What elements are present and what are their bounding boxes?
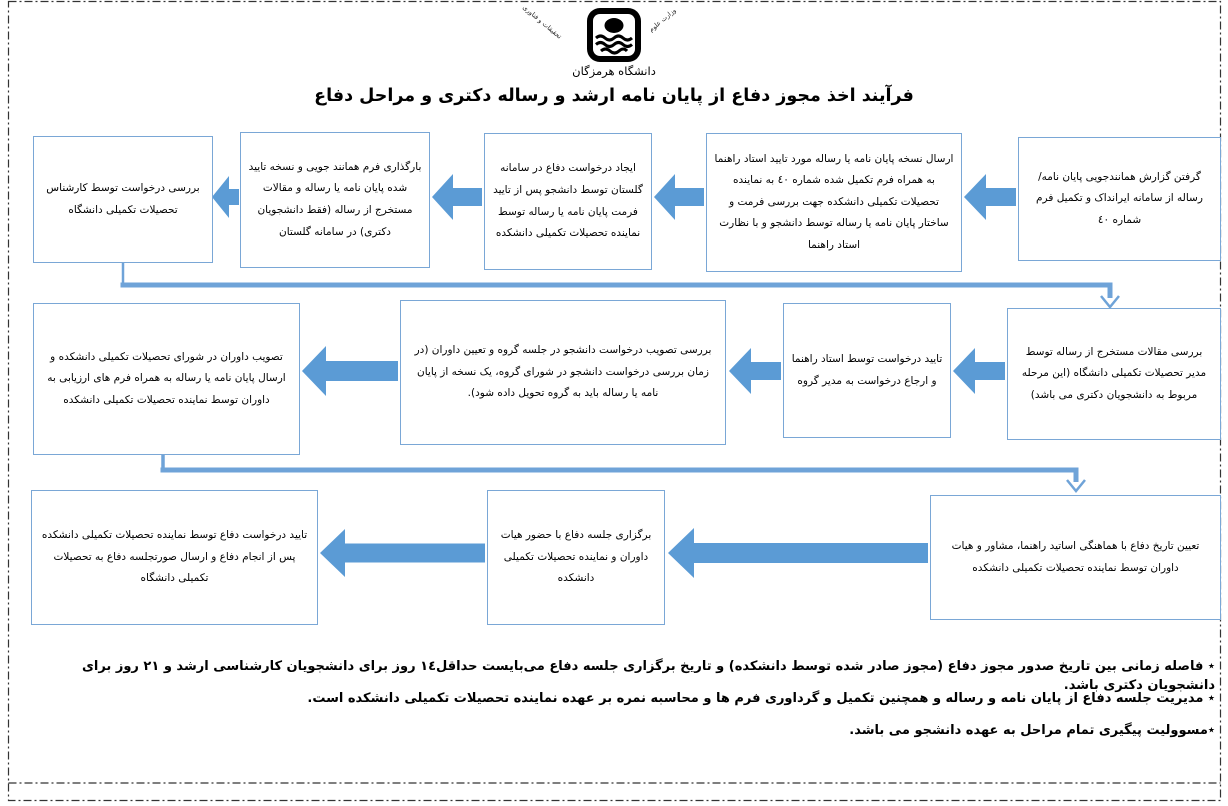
ministry-arc-text-right: وزارت علوم: [647, 6, 678, 34]
flow-arrow-left-icon: [953, 348, 1005, 394]
flow-step-r3c1: تعیین تاریخ دفاع با هماهنگی اساتید راهنم…: [930, 495, 1221, 620]
ministry-arc-text-left: تحقیقات و فناوری: [521, 3, 564, 41]
flow-step-r1c1: گرفتن گزارش همانندجویی پایان نامه/ رساله…: [1018, 137, 1221, 261]
flow-arrow-left-icon: [964, 174, 1016, 220]
flow-step-r3c3: تایید درخواست دفاع توسط نماینده تحصیلات …: [31, 490, 318, 625]
flow-arrow-left-icon: [212, 176, 239, 218]
arrow-down-icon: [1066, 479, 1086, 493]
flow-step-r2c3: بررسی تصویب درخواست دانشجو در جلسه گروه …: [400, 300, 726, 445]
flow-step-r1c3: ایجاد درخواست دفاع در سامانه گلستان توسط…: [484, 133, 652, 270]
flow-arrow-left-icon: [668, 528, 928, 578]
page-title: فرآیند اخذ مجوز دفاع از پایان نامه ارشد …: [314, 86, 914, 106]
flow-step-r2c2: تایید درخواست توسط استاد راهنما و ارجاع …: [783, 303, 951, 438]
connector-row2-to-row3: [160, 455, 1086, 493]
footnote-defense-interval: ٭ فاصله زمانی بین تاریخ صدور مجوز دفاع (…: [81, 659, 1215, 693]
university-logo-icon: [587, 8, 641, 62]
footnote-student-responsibility: ٭مسوولیت پیگیری تمام مراحل به عهده دانشج…: [849, 723, 1215, 738]
flow-arrow-left-icon: [729, 348, 781, 394]
arrow-down-icon: [1100, 295, 1120, 309]
flow-step-r3c2: برگزاری جلسه دفاع با حضور هیات داوران و …: [487, 490, 665, 625]
flow-arrow-left-icon: [302, 346, 398, 396]
flow-step-r1c4: بارگذاری فرم همانند جویی و نسخه تایید شد…: [240, 132, 430, 268]
university-name: دانشگاه هرمزگان: [572, 64, 656, 78]
flow-arrow-left-icon: [432, 174, 482, 220]
footnote-session-management: ٭ مدیریت جلسه دفاع از پایان نامه و رساله…: [307, 691, 1215, 706]
flow-arrow-left-icon: [320, 529, 485, 577]
flow-step-r1c5: بررسی درخواست توسط کارشناس تحصیلات تکمیل…: [33, 136, 213, 263]
flow-step-r2c1: بررسی مقالات مستخرج از رساله توسط مدیر ت…: [1007, 308, 1221, 440]
flow-step-r1c2: ارسال نسخه پایان نامه یا رساله مورد تایی…: [706, 133, 962, 272]
flow-arrow-left-icon: [654, 174, 704, 220]
flow-step-r2c4: تصویب داوران در شورای تحصیلات تکمیلی دان…: [33, 303, 300, 455]
